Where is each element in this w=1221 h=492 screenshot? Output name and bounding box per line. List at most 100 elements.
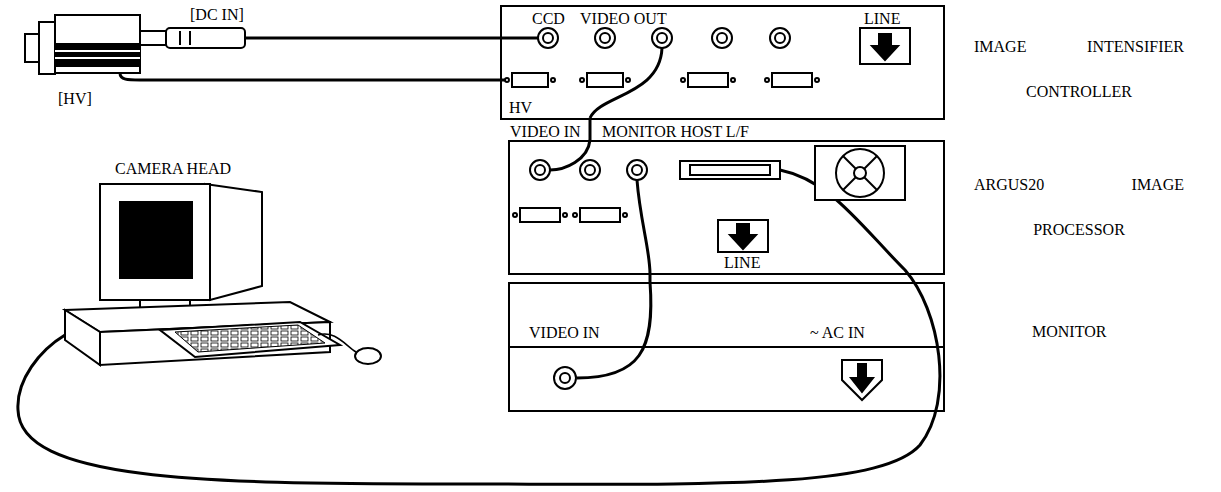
port-label: CAMERA HEAD <box>115 160 231 178</box>
jack-core <box>657 33 667 43</box>
jack-core <box>717 33 727 43</box>
connector-screw <box>563 213 567 217</box>
jack-core <box>585 165 595 175</box>
ac-inlet <box>842 360 882 400</box>
port-label: VIDEO IN <box>529 324 600 342</box>
jack-core <box>560 373 570 383</box>
port-label: ~ AC IN <box>810 324 865 342</box>
jack <box>712 28 732 48</box>
processor-panel: VIDEO INMONITOR HOST L/FLINEARGUS20 IMAG… <box>508 140 945 275</box>
connector-screw <box>815 78 819 82</box>
port-label: [DC IN] <box>190 6 244 24</box>
jack <box>652 28 672 48</box>
dc-cable-stub <box>245 37 250 40</box>
connector-screw <box>573 213 577 217</box>
jack <box>770 28 790 48</box>
fan <box>815 146 905 200</box>
keyboard-keys <box>175 325 325 352</box>
connector-screw <box>765 78 769 82</box>
crt-screen <box>120 202 192 278</box>
port-label: VIDEO IN <box>510 123 581 141</box>
fan-ring <box>836 149 884 197</box>
port-label: CCD <box>532 10 565 28</box>
band-stripe <box>55 50 140 52</box>
fan-guard <box>843 156 877 190</box>
connector-screw <box>505 78 509 82</box>
line-switch <box>718 220 768 252</box>
port-label: LINE <box>724 254 760 272</box>
jack <box>530 160 550 180</box>
camera-head: [DC IN] [HV] CAMERA HEAD <box>20 2 250 184</box>
cables <box>18 38 940 484</box>
cable <box>250 79 500 82</box>
plug-grip <box>179 31 181 45</box>
jack <box>554 367 576 389</box>
cable <box>649 275 652 282</box>
connector-screw <box>681 78 685 82</box>
host-cable <box>18 170 940 484</box>
host-connector <box>680 161 780 179</box>
d-sub-connector <box>512 73 548 87</box>
camera-head-drawing <box>25 15 245 74</box>
port-label: MONITOR <box>1032 323 1106 341</box>
inlet-arrow <box>851 364 873 392</box>
port-label: VIDEO OUT <box>580 10 667 28</box>
lens-flange <box>25 34 39 62</box>
panel-divider <box>508 346 945 348</box>
connector-screw <box>513 213 517 217</box>
jack-core <box>600 33 610 43</box>
d-sub-connector <box>587 73 623 87</box>
port-label: [HV] <box>58 90 92 108</box>
crt-back <box>205 184 262 300</box>
line-switch <box>860 28 910 64</box>
unit-side <box>65 310 100 365</box>
processor-panel-parts <box>513 146 905 252</box>
port-label: LINE <box>864 10 900 28</box>
crt-bezel <box>100 184 210 300</box>
monitor-panel: VIDEO IN~ AC INMONITOR <box>508 282 945 412</box>
jack <box>538 28 558 48</box>
computer-drawing <box>65 184 381 365</box>
plug-neck <box>140 31 166 45</box>
switch-arrow <box>872 34 898 60</box>
camera-body <box>55 15 140 73</box>
connector-screw <box>580 78 584 82</box>
dc-cable-stub <box>500 37 538 40</box>
jack-core <box>775 33 785 43</box>
switch-arrow <box>730 224 756 249</box>
d-sub-connector <box>580 208 620 222</box>
connector-screw <box>623 213 627 217</box>
mouse-cord <box>318 334 356 352</box>
hv-cable-stub <box>120 73 250 80</box>
connector-screw <box>731 78 735 82</box>
band-stripe <box>55 57 140 59</box>
jack-core <box>632 165 642 175</box>
connector-screw <box>551 78 555 82</box>
jack <box>580 160 600 180</box>
host-connector-slot <box>690 165 770 175</box>
d-sub-connector <box>772 73 812 87</box>
controller-panel: CCDVIDEO OUTLINEHVIMAGE INTENSIFIER CONT… <box>500 5 945 120</box>
d-sub-connector <box>688 73 728 87</box>
dc-plug <box>166 28 245 48</box>
monitor-cable-stub <box>637 180 650 274</box>
cable <box>589 120 592 140</box>
jack <box>627 160 647 180</box>
jack-core <box>535 165 545 175</box>
connector-screw <box>626 78 630 82</box>
mouse <box>355 348 381 364</box>
plug-grip <box>189 31 191 45</box>
device-name: ARGUS20 IMAGE PROCESSOR <box>974 162 1184 252</box>
fan-guard <box>843 156 877 190</box>
controller-panel-parts <box>505 28 910 87</box>
d-sub-connector <box>520 208 560 222</box>
cable <box>250 37 500 40</box>
monitor-panel-parts <box>508 347 945 400</box>
device-name: IMAGE INTENSIFIER CONTROLLER <box>974 24 1184 114</box>
port-label: MONITOR HOST L/F <box>602 123 749 141</box>
jack <box>595 28 615 48</box>
keyboard <box>160 322 340 357</box>
fan-hub <box>854 167 866 179</box>
